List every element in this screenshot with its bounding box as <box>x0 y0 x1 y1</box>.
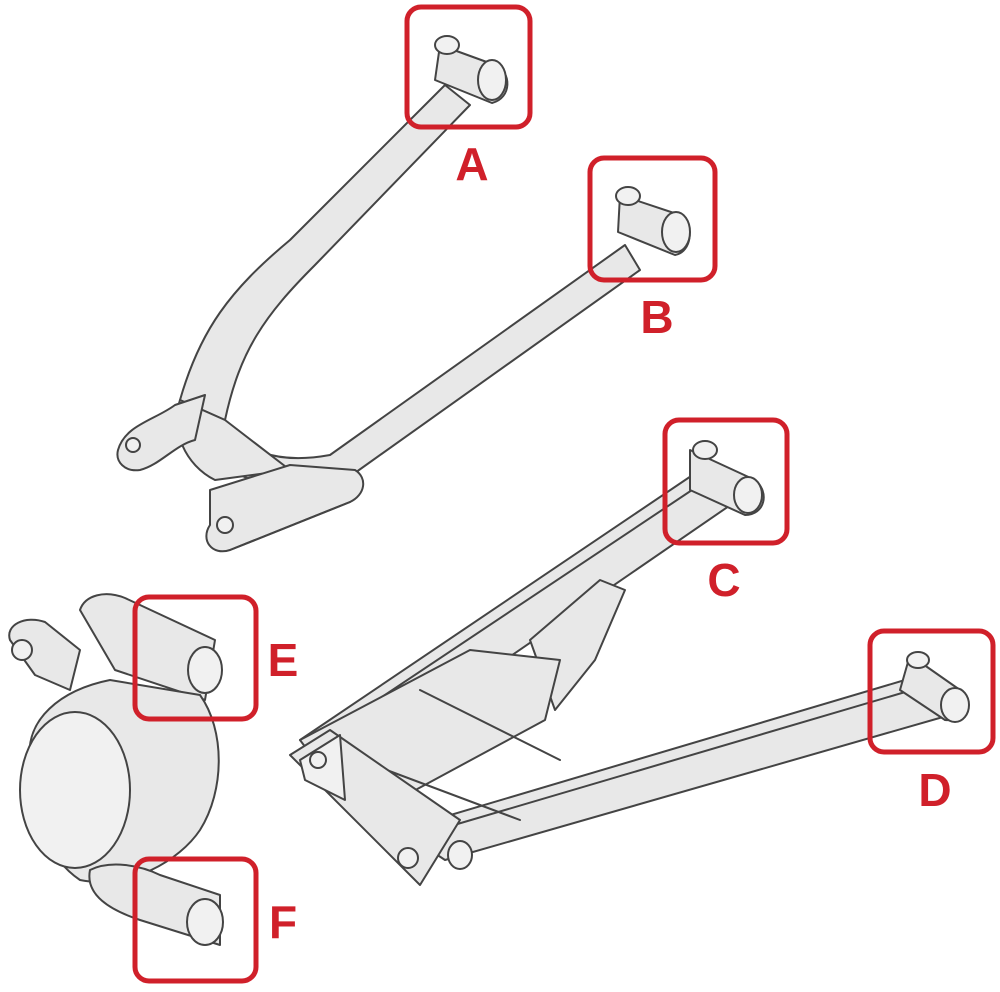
callout-box-f <box>132 856 259 984</box>
callout-c: C <box>662 417 790 606</box>
callout-box-b <box>587 155 718 283</box>
steering-knuckle <box>8 593 224 946</box>
callout-label-a: A <box>455 138 488 190</box>
callout-label-c: C <box>707 554 740 606</box>
callout-b: B <box>587 155 718 343</box>
callout-label-d: D <box>918 764 951 816</box>
callout-label-b: B <box>640 291 673 343</box>
callout-label-f: F <box>269 896 297 948</box>
callout-box-d <box>867 628 996 755</box>
callout-box-e <box>132 594 259 722</box>
callout-a: A <box>404 4 533 190</box>
callout-box-a <box>404 4 533 130</box>
callouts: A B C D E F <box>132 4 996 984</box>
callout-d: D <box>867 628 996 816</box>
callout-box-c <box>662 417 790 546</box>
callout-f: F <box>132 856 297 984</box>
upper-a-arm <box>116 35 691 553</box>
callout-e: E <box>132 594 299 722</box>
callout-label-e: E <box>268 634 299 686</box>
lower-a-arm <box>289 440 970 886</box>
